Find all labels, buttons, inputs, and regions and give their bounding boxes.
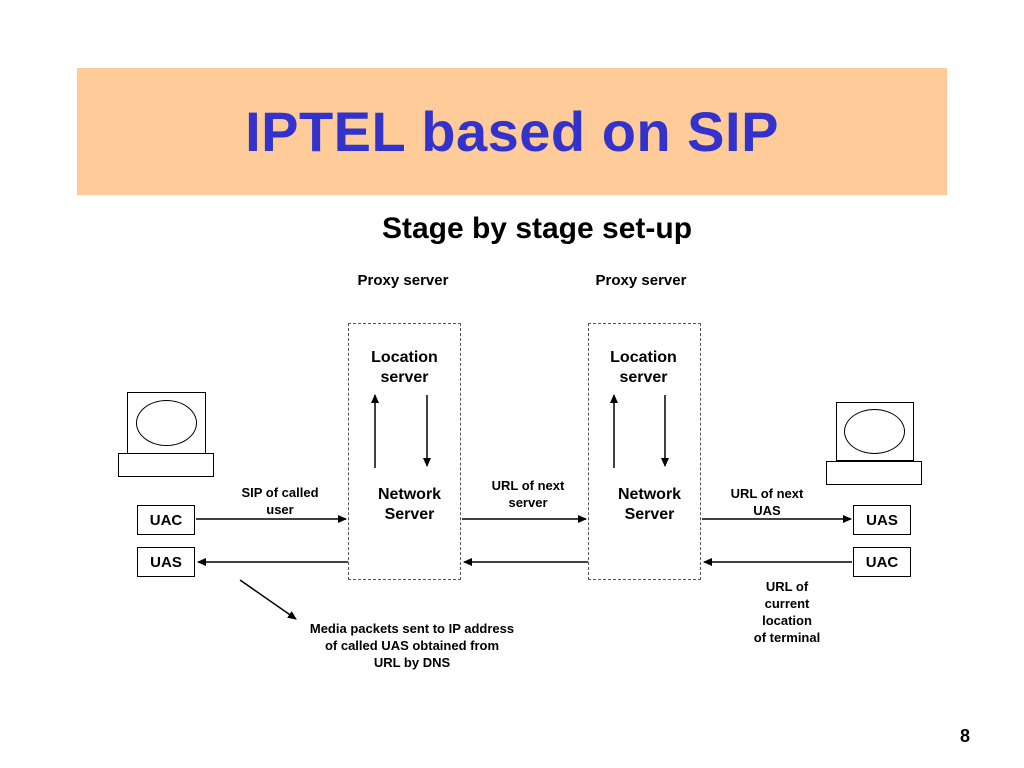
right-uas-box: UAS	[853, 505, 911, 535]
left-computer-keyboard	[118, 453, 214, 477]
title-band: IPTEL based on SIP	[77, 68, 947, 195]
left-uac-box: UAC	[137, 505, 195, 535]
proxy-server-label-left: Proxy server	[357, 272, 449, 289]
proxy-server-label-right: Proxy server	[595, 272, 687, 289]
media-packets-label: Media packets sent to IP address of call…	[309, 621, 515, 670]
left-uas-box: UAS	[137, 547, 195, 577]
right-computer-keyboard	[826, 461, 922, 485]
right-uac-box: UAC	[853, 547, 911, 577]
proxy-server-left	[348, 323, 461, 580]
media-packets-arrow	[239, 579, 297, 620]
proxy-server-right	[588, 323, 701, 580]
page-number: 8	[959, 726, 970, 746]
right-computer-screen	[844, 409, 905, 454]
left-computer-screen	[136, 400, 197, 446]
url-of-current-location-label: URL of current location of terminal	[753, 579, 821, 645]
slide-subtitle: Stage by stage set-up	[381, 212, 693, 245]
slide-title: IPTEL based on SIP	[245, 100, 779, 163]
